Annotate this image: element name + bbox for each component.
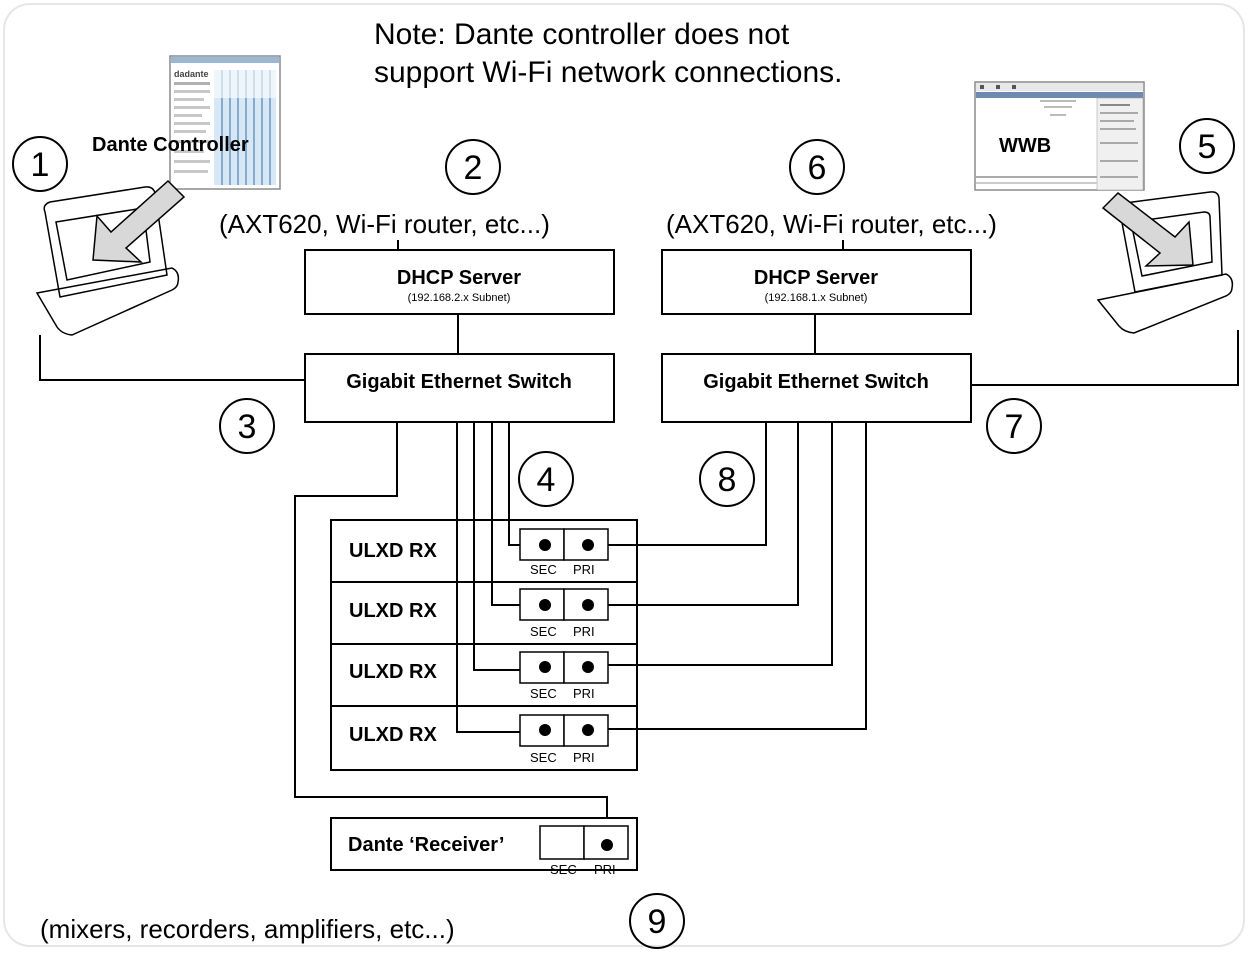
callout-circle-4 — [518, 451, 574, 507]
server-types-right: (AXT620, Wi-Fi router, etc...) — [666, 209, 997, 239]
ulxd-receiver-2: ULXD RX SEC PRI — [349, 588, 609, 639]
cable-left-laptop-switch — [39, 335, 305, 381]
bottom-caption: (mixers, recorders, amplifiers, etc...) — [40, 914, 455, 944]
sec-label: SEC — [530, 624, 557, 639]
dante-controller-screenshot: dadante — [169, 55, 281, 190]
callout-circles — [12, 118, 1235, 949]
ulxd-receiver-4: ULXD RX SEC PRI — [349, 714, 609, 765]
pri-label: PRI — [573, 624, 595, 639]
sec-jack-dot — [539, 724, 551, 736]
pri-jack-dot — [582, 724, 594, 736]
callout-circle-5 — [1179, 118, 1235, 174]
sec-label: SEC — [530, 750, 557, 765]
dhcp-title-right: DHCP Server — [754, 267, 878, 289]
wwb-screenshot — [974, 81, 1145, 191]
pri-jack-dot — [601, 839, 613, 851]
callout-number-2: 2 — [464, 149, 483, 187]
sec-jack-dot — [539, 661, 551, 673]
callout-circle-1 — [12, 136, 68, 192]
wwb-computer: WWB — [974, 81, 1234, 334]
callout-circle-2 — [445, 139, 501, 195]
cable-lines — [39, 240, 1239, 845]
note-line-2: support Wi-Fi network connections. — [374, 56, 843, 89]
callout-circle-3 — [219, 398, 275, 454]
cable-dante-receiver — [294, 422, 608, 845]
sec-port — [539, 825, 585, 860]
callout-number-6: 6 — [808, 149, 827, 187]
pri-label: PRI — [573, 750, 595, 765]
callout-circle-8 — [699, 451, 755, 507]
callout-numbers: 1 2 3 4 5 6 7 8 9 — [31, 128, 1217, 941]
pri-label: PRI — [573, 686, 595, 701]
switch-right: Gigabit Ethernet Switch — [661, 353, 972, 423]
dante-receiver-label: Dante ‘Receiver’ — [348, 834, 504, 856]
wwb-label: WWB — [999, 135, 1051, 157]
ulxd-receiver-3: ULXD RX SEC PRI — [349, 651, 609, 701]
callout-number-1: 1 — [31, 146, 50, 184]
receiver-stack: ULXD RX SEC PRI ULXD RX SEC PRI ULXD RX … — [330, 519, 638, 771]
callout-number-7: 7 — [1005, 408, 1024, 446]
cable-sec-2 — [491, 422, 545, 606]
switch-label-left: Gigabit Ethernet Switch — [346, 371, 572, 393]
cable-pri-3 — [588, 422, 833, 666]
pri-port — [563, 714, 609, 747]
dhcp-server-left: DHCP Server (192.168.2.x Subnet) — [304, 249, 615, 315]
right-arrow-icon — [1101, 192, 1194, 267]
sec-label: SEC — [530, 686, 557, 701]
dhcp-title-left: DHCP Server — [397, 267, 521, 289]
dante-controller-label: Dante Controller — [92, 134, 249, 156]
dhcp-subnet-right: (192.168.1.x Subnet) — [765, 292, 868, 304]
dhcp-subnet-left: (192.168.2.x Subnet) — [408, 292, 511, 304]
callout-number-9: 9 — [648, 903, 667, 941]
pri-label: PRI — [594, 862, 616, 877]
sec-label: SEC — [530, 562, 557, 577]
cable-right-switch-laptop — [970, 330, 1239, 386]
callout-circle-9 — [629, 893, 685, 949]
note-line-1: Note: Dante controller does not — [374, 18, 790, 51]
sec-label: SEC — [550, 862, 577, 877]
receiver-label: ULXD RX — [349, 540, 437, 562]
callout-circle-6 — [789, 139, 845, 195]
receiver-label: ULXD RX — [349, 724, 437, 746]
switch-label-right: Gigabit Ethernet Switch — [703, 371, 929, 393]
callout-number-4: 4 — [537, 461, 556, 499]
callout-number-3: 3 — [238, 408, 257, 446]
pri-jack-dot — [582, 539, 594, 551]
dante-controller-computer: dadante Dante Controller — [35, 55, 281, 336]
sec-jack-dot — [539, 539, 551, 551]
diagram-frame — [3, 3, 1245, 947]
cable-pri-4 — [588, 422, 867, 730]
sec-jack-dot — [539, 599, 551, 611]
cable-pri-2 — [588, 422, 799, 606]
callout-number-5: 5 — [1198, 128, 1217, 166]
callout-circle-7 — [986, 398, 1042, 454]
switch-left: Gigabit Ethernet Switch — [304, 353, 615, 423]
dante-logo-text: dadante — [174, 69, 209, 79]
callout-number-8: 8 — [718, 461, 737, 499]
dhcp-server-right: DHCP Server (192.168.1.x Subnet) — [661, 249, 972, 315]
pri-label: PRI — [573, 562, 595, 577]
ulxd-receiver-1: ULXD RX SEC PRI — [349, 528, 609, 577]
dante-receiver: Dante ‘Receiver’ SEC PRI — [330, 817, 638, 877]
server-types-left: (AXT620, Wi-Fi router, etc...) — [219, 209, 550, 239]
pri-jack-dot — [582, 599, 594, 611]
left-arrow-icon — [92, 179, 186, 263]
receiver-label: ULXD RX — [349, 600, 437, 622]
cable-sec-4 — [456, 422, 545, 733]
pri-jack-dot — [582, 661, 594, 673]
cable-pri-1 — [588, 422, 767, 546]
receiver-label: ULXD RX — [349, 661, 437, 683]
